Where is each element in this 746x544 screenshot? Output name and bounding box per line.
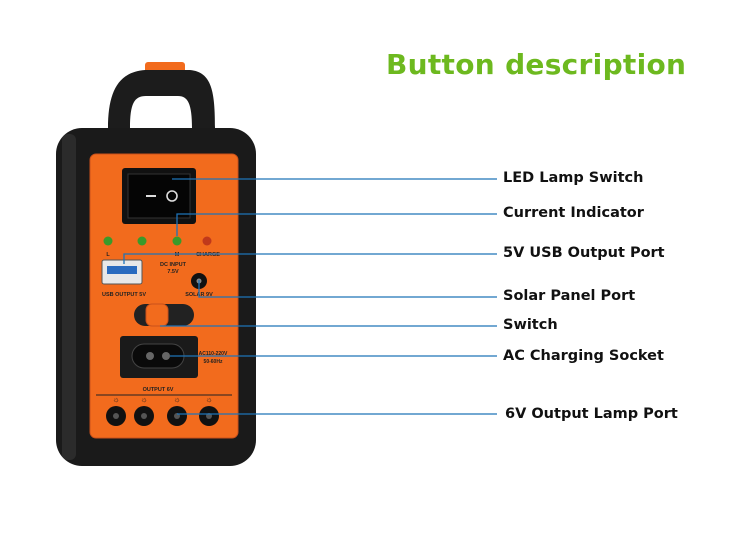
indicator-led-l xyxy=(103,236,113,246)
lamp-icon: ☼ xyxy=(140,395,147,404)
label-ac-charging-socket: AC Charging Socket xyxy=(503,348,664,364)
dc-voltage-label: 7.5V xyxy=(167,269,179,275)
lamp-icon: ☼ xyxy=(205,395,212,404)
label-switch: Switch xyxy=(503,317,558,333)
slide-switch[interactable] xyxy=(145,303,169,327)
lamp-icon: ☼ xyxy=(112,395,119,404)
usb-output-label: USB OUTPUT 5V xyxy=(102,292,146,298)
indicator-led-charge xyxy=(202,236,212,246)
indicator-led-2 xyxy=(137,236,147,246)
power-symbol-icon xyxy=(166,190,178,202)
label-lamp-port: 6V Output Lamp Port xyxy=(505,406,678,422)
output-6v-label: OUTPUT 6V xyxy=(143,387,174,393)
leader-lines xyxy=(123,178,497,415)
dc-input-label: DC INPUT xyxy=(160,262,187,268)
led-lamp-switch[interactable] xyxy=(127,173,191,219)
label-led-lamp-switch: LED Lamp Switch xyxy=(503,170,644,186)
leader-usb-output-port xyxy=(123,253,497,264)
leader-current-indicator xyxy=(176,213,497,236)
indicator-label-l: L xyxy=(106,252,110,258)
label-usb-output-port: 5V USB Output Port xyxy=(503,245,665,261)
handle xyxy=(108,70,215,128)
ac-rating-label-1: AC110-220V xyxy=(199,351,228,357)
ac-rating-label-2: 50-60Hz xyxy=(204,359,223,365)
label-solar-panel-port: Solar Panel Port xyxy=(503,288,636,304)
leader-solar-panel-port xyxy=(198,280,497,298)
label-current-indicator: Current Indicator xyxy=(503,205,644,221)
indicator-label-charge: CHARGE xyxy=(196,252,220,258)
indicator-label-m: M xyxy=(175,252,180,258)
page-title: Button description xyxy=(386,48,687,81)
lamp-icon: ☼ xyxy=(173,395,180,404)
indicator-led-m xyxy=(172,236,182,246)
